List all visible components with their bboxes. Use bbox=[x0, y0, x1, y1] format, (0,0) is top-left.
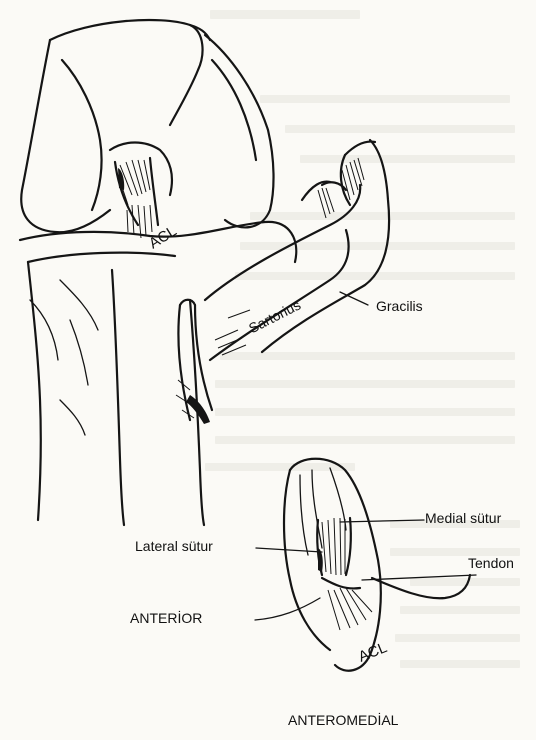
femur-condyle-right-inner bbox=[212, 60, 256, 160]
anteromedial-label: ANTEROMEDİAL bbox=[288, 712, 398, 728]
sartorius-tendon bbox=[205, 182, 360, 360]
lateral-sutur-label: Lateral sütur bbox=[135, 538, 213, 554]
anterior-pointer bbox=[255, 598, 320, 620]
anterior-label: ANTERİOR bbox=[130, 610, 202, 626]
acl-upper-graft bbox=[115, 158, 158, 238]
tendon-label: Tendon bbox=[468, 555, 514, 571]
knee-main-view bbox=[20, 20, 389, 525]
medial-sutur-label: Medial sütur bbox=[425, 510, 501, 526]
anteromedial-inset bbox=[255, 459, 476, 671]
inset-condyle-left bbox=[284, 470, 330, 650]
lateral-sutur-pointer bbox=[256, 548, 322, 552]
gracilis-label: Gracilis bbox=[376, 298, 423, 314]
femur-condyle-left bbox=[21, 40, 110, 232]
inset-acl-graft bbox=[317, 518, 372, 630]
gracilis-pointer bbox=[340, 292, 368, 305]
medial-sutur-pointer bbox=[340, 520, 424, 522]
tibia-shaft-mid bbox=[112, 270, 124, 525]
tibia-tuberosity bbox=[60, 280, 98, 385]
inset-condyle-inner bbox=[300, 468, 346, 555]
femur-condyle-inner bbox=[62, 60, 102, 210]
tibia-plateau-back bbox=[28, 253, 175, 262]
